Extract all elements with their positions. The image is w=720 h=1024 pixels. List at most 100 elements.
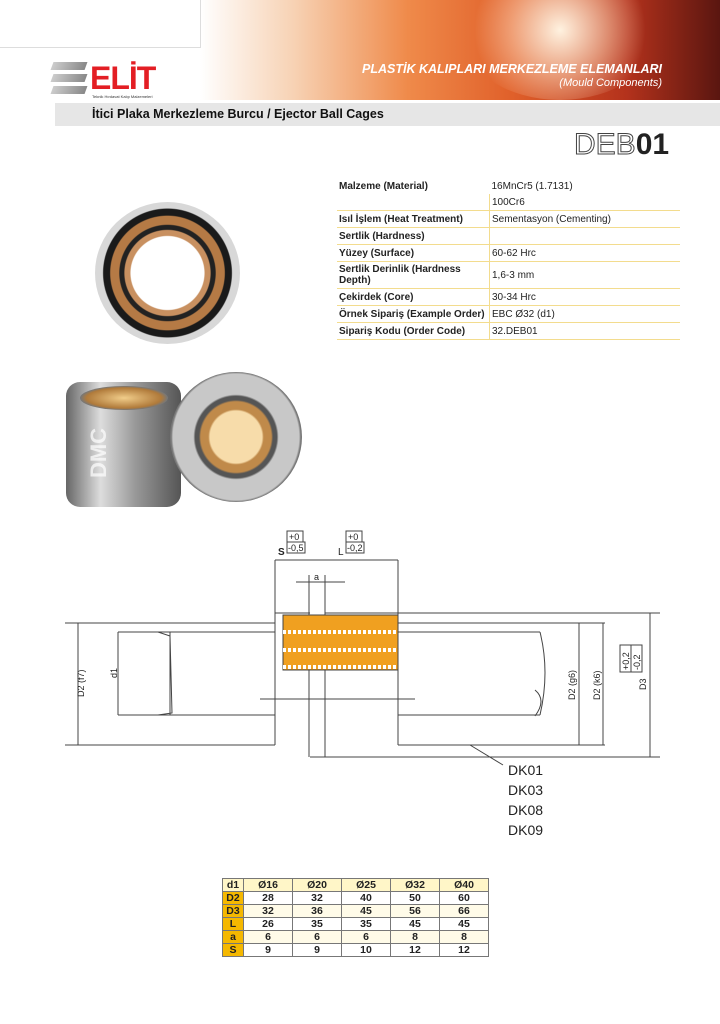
dim-cell: 56 [390, 904, 440, 918]
dim-row-header: D3 [222, 904, 244, 918]
spec-row: Çekirdek (Core)30-34 Hrc [337, 288, 680, 306]
dim-cell: Ø20 [292, 878, 342, 892]
dim-cell: 60 [439, 891, 489, 905]
bushing-photo-back [170, 372, 302, 502]
logo-mark-icon [50, 62, 88, 94]
dim-cell: 45 [390, 917, 440, 931]
dim-row-header: L [222, 917, 244, 931]
dim-cell: 36 [292, 904, 342, 918]
spec-label: Isıl İşlem (Heat Treatment) [337, 210, 490, 228]
spec-label: Sipariş Kodu (Order Code) [337, 322, 490, 340]
spec-row: Sipariş Kodu (Order Code)32.DEB01 [337, 322, 680, 340]
d2-g6-label: D2 (g6) [567, 670, 577, 700]
dim-cell: 8 [390, 930, 440, 944]
dim-cell: 32 [292, 891, 342, 905]
d3-tol-upper: +0,2 [621, 652, 631, 670]
dim-cell: 6 [292, 930, 342, 944]
s-tol-lower: -0,5 [288, 543, 304, 553]
bushing-photo-front [66, 382, 181, 507]
spec-value: EBC Ø32 (d1) [489, 305, 680, 323]
logo-text: ELİT [90, 60, 156, 96]
product-code-suffix: 01 [635, 128, 670, 161]
dim-cell: 40 [341, 891, 391, 905]
d1-label: d1 [109, 668, 119, 678]
section-title: İtici Plaka Merkezleme Burcu / Ejector B… [92, 107, 384, 121]
spec-row: Örnek Sipariş (Example Order)EBC Ø32 (d1… [337, 305, 680, 323]
dim-cell: 10 [341, 943, 391, 957]
spec-label: Örnek Sipariş (Example Order) [337, 305, 490, 323]
part-dk01: DK01 [508, 762, 543, 778]
spec-value: 100Cr6 [489, 194, 680, 211]
ball-cage [282, 614, 399, 671]
spec-value: 60-62 Hrc [489, 244, 680, 262]
dim-row-header: d1 [222, 878, 244, 892]
dim-cell: 26 [243, 917, 293, 931]
photo-brand: DMC [86, 427, 112, 479]
spec-label: Sertlik Derinlik (Hardness Depth) [337, 261, 490, 289]
d3-tol-lower: -0,2 [632, 654, 642, 670]
spec-row: Yüzey (Surface)60-62 Hrc [337, 244, 680, 262]
spec-label [337, 194, 490, 211]
section-bar: İtici Plaka Merkezleme Burcu / Ejector B… [55, 103, 720, 126]
spec-value: 30-34 Hrc [489, 288, 680, 306]
d3-label: D3 [638, 678, 648, 690]
spec-row: Sertlik Derinlik (Hardness Depth)1,6-3 m… [337, 261, 680, 289]
dim-row-header: D2 [222, 891, 244, 905]
technical-drawing: +0 -0,5 S +0 -0,2 L a D2 (f7) d1 D2 (g6)… [65, 530, 660, 835]
dim-cell: 50 [390, 891, 440, 905]
dim-cell: 28 [243, 891, 293, 905]
dim-cell: 12 [390, 943, 440, 957]
spec-row: Sertlik (Hardness) [337, 227, 680, 245]
l-tol-upper: +0 [348, 532, 358, 542]
l-tol-lower: -0,2 [347, 543, 363, 553]
part-dk08: DK08 [508, 802, 543, 818]
s-label: S [278, 547, 285, 558]
spec-label: Yüzey (Surface) [337, 244, 490, 262]
top-box [0, 0, 201, 48]
dim-cell: Ø25 [341, 878, 391, 892]
spec-value: 32.DEB01 [489, 322, 680, 340]
ring-photo [95, 202, 240, 344]
dim-row-header: S [222, 943, 244, 957]
spec-value [489, 227, 680, 245]
spec-label: Çekirdek (Core) [337, 288, 490, 306]
header-banner [200, 0, 720, 100]
dim-cell: 9 [292, 943, 342, 957]
s-tol-upper: +0 [289, 532, 299, 542]
spec-label: Malzeme (Material) [339, 180, 428, 192]
dim-cell: 45 [341, 904, 391, 918]
l-label: L [338, 547, 344, 558]
spec-label: Sertlik (Hardness) [337, 227, 490, 245]
dim-cell: 6 [243, 930, 293, 944]
dim-row-header: a [222, 930, 244, 944]
a-label: a [314, 572, 319, 582]
dim-cell: 9 [243, 943, 293, 957]
dim-cell: 8 [439, 930, 489, 944]
d2-k6-label: D2 (k6) [592, 670, 602, 700]
product-code-prefix: DEB [574, 128, 637, 162]
spec-value: 16MnCr5 (1.7131) [491, 180, 573, 192]
elit-logo: ELİT [50, 60, 156, 96]
dim-cell: 35 [341, 917, 391, 931]
dim-cell: Ø40 [439, 878, 489, 892]
dim-cell: 32 [243, 904, 293, 918]
part-dk09: DK09 [508, 822, 543, 835]
d2-f7-label: D2 (f7) [76, 669, 86, 697]
dim-cell: 35 [292, 917, 342, 931]
dim-cell: 45 [439, 917, 489, 931]
spec-row: 100Cr6 [337, 194, 680, 211]
spec-row: Isıl İşlem (Heat Treatment)Sementasyon (… [337, 210, 680, 228]
dim-cell: 6 [341, 930, 391, 944]
dim-cell: 66 [439, 904, 489, 918]
part-dk03: DK03 [508, 782, 543, 798]
header-title: PLASTİK KALIPLARI MERKEZLEME ELEMANLARI [362, 62, 662, 76]
dim-cell: Ø32 [390, 878, 440, 892]
